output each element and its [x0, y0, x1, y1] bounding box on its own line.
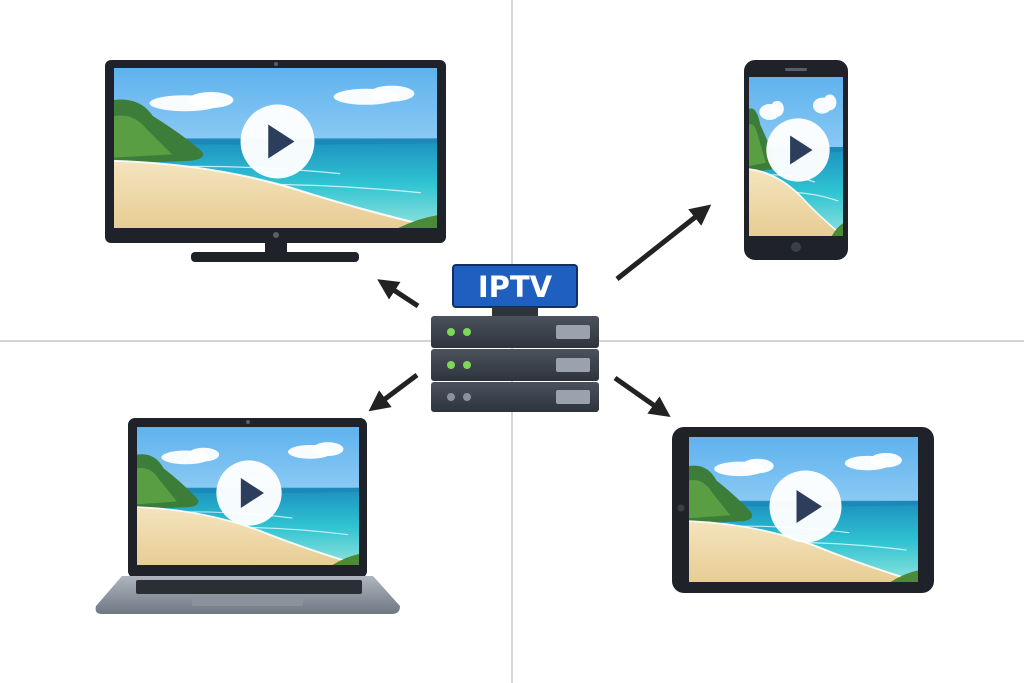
play-icon[interactable] [241, 105, 315, 179]
led-green [463, 361, 471, 369]
laptop-device [95, 418, 400, 614]
tv-device [105, 60, 446, 262]
server-unit-1 [431, 316, 599, 348]
smartphone-device [744, 60, 848, 260]
led-green [447, 361, 455, 369]
arrow-to-laptop [368, 373, 419, 412]
iptv-server: IPTV [431, 264, 599, 412]
arrow-to-tv [377, 279, 420, 309]
tablet-device [672, 427, 934, 593]
arrow-to-tablet [613, 375, 671, 418]
arrow-to-smartphone [615, 204, 712, 281]
play-icon[interactable] [216, 460, 281, 525]
keyboard [136, 580, 362, 594]
led-off [447, 393, 455, 401]
led-green [447, 328, 455, 336]
led-off [463, 393, 471, 401]
server-unit-2 [431, 349, 599, 381]
trackpad [192, 596, 303, 606]
play-icon[interactable] [766, 118, 829, 181]
play-icon[interactable] [770, 471, 842, 543]
server-unit-3 [431, 382, 599, 412]
iptv-label: IPTV [478, 270, 553, 304]
led-green [463, 328, 471, 336]
